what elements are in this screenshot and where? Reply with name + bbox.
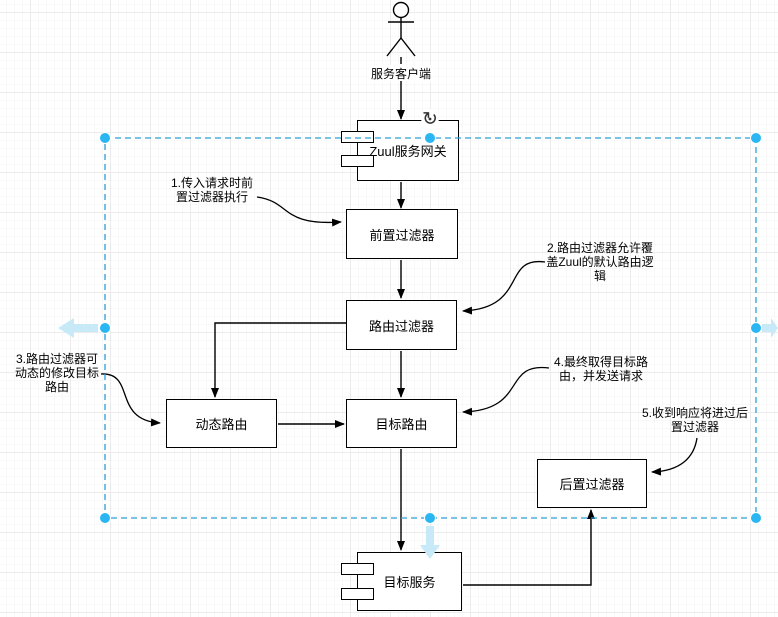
node-label: 前置过滤器 [369,227,435,243]
note-4[interactable]: 4.最终取得目标路由，并发送请求 [553,355,648,383]
node-pre-filter[interactable]: 前置过滤器 [346,209,458,259]
direction-arrow-left[interactable] [58,318,98,338]
node-label: 后置过滤器 [559,477,625,492]
note-3[interactable]: 3.路由过滤器可动态的修改目标路由 [14,352,99,394]
component-tab [341,131,374,143]
node-label: 目标服务 [383,575,436,590]
node-route-filter[interactable]: 路由过滤器 [346,300,457,350]
node-zuul-gateway[interactable]: Zuul服务网关 [357,120,459,181]
component-tab [341,155,374,167]
note-5[interactable]: 5.收到响应将进过后置过滤器 [641,406,748,434]
resize-handle-sw[interactable] [99,512,111,524]
node-target-service[interactable]: 目标服务 [357,552,462,611]
rotate-handle[interactable]: ↻ [421,109,439,130]
direction-arrow-right[interactable] [762,318,778,338]
selection-outline [104,137,757,519]
resize-handle-w[interactable] [99,322,111,334]
resize-handle-ne[interactable] [750,132,762,144]
rotate-handle-dot [428,117,432,121]
edge-routefilter-dynamicroute[interactable] [211,322,346,398]
note-arrow-4[interactable] [462,366,550,416]
note-arrow-5[interactable] [651,437,698,476]
note-arrow-3[interactable] [100,373,161,427]
node-post-filter[interactable]: 后置过滤器 [537,459,647,508]
note-arrow-1[interactable] [256,196,342,227]
actor-icon[interactable] [386,1,416,57]
node-target-route[interactable]: 目标路由 [346,399,457,448]
node-label: 路由过滤器 [368,318,434,334]
note-arrow-2[interactable] [462,260,546,315]
direction-arrows [58,318,778,559]
node-label: 目标路由 [375,417,428,432]
actor-label: 服务客户端 [369,65,433,82]
resize-handle-se[interactable] [750,512,762,524]
node-dynamic-route[interactable]: 动态路由 [166,399,277,448]
resize-handle-n[interactable] [424,132,436,144]
note-2[interactable]: 2.路由过滤器允许覆盖Zuul的默认路由逻辑 [546,241,654,283]
resize-handle-nw[interactable] [99,132,111,144]
resize-handle-s[interactable] [424,512,436,524]
node-label: Zuul服务网关 [369,144,447,159]
note-1[interactable]: 1.传入请求时前置过滤器执行 [170,176,253,204]
component-tab [341,563,374,575]
component-tab [341,588,374,600]
edge-service-postfilter[interactable] [463,509,595,586]
node-label: 动态路由 [195,417,248,432]
resize-handle-e[interactable] [750,322,762,334]
direction-arrow-down[interactable] [420,526,440,559]
